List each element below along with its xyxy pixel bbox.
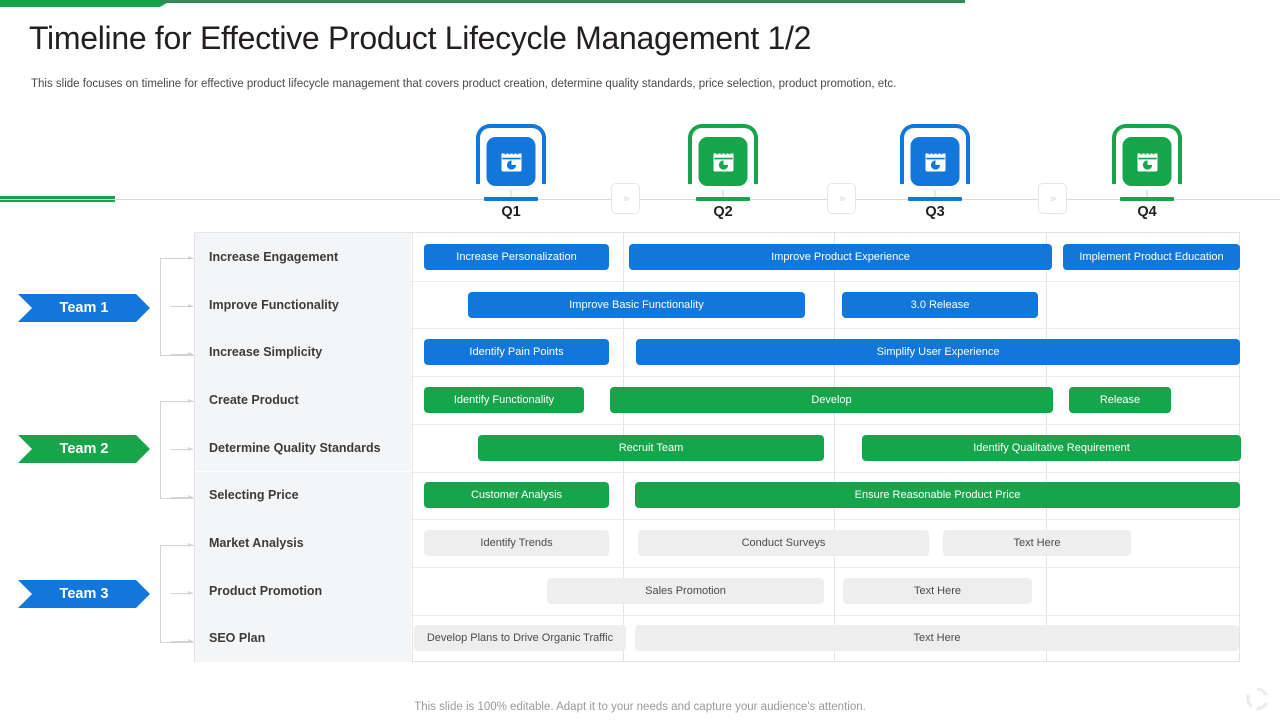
team-1-row-arrow-1 [171,255,193,260]
timeline-bar[interactable]: 3.0 Release [842,291,1038,318]
team-3-row-arrow-3 [171,638,193,643]
quarter-tick [484,197,538,201]
timeline-grid: Increase Engagement Increase Personalizat… [194,232,1241,663]
table-row: Create Product Identify Functionality Deve… [195,376,1239,424]
quarter-tick [908,197,962,201]
calendar-pie-chart-icon[interactable] [906,133,964,190]
timeline-bar[interactable]: Release [1069,386,1171,413]
timeline-bar[interactable]: Implement Product Education [1063,243,1240,270]
timeline-bar[interactable]: Ensure Reasonable Product Price [635,482,1240,509]
table-row: Determine Quality Standards Recruit Team I… [195,423,1241,472]
table-row: Market Analysis Identify Trends Conduct Su… [195,519,1239,567]
timeline-bar[interactable]: Recruit Team [478,434,824,461]
team-chip-2[interactable]: Team 2 [18,435,150,463]
page-title: Timeline for Effective Product Lifecycle… [29,20,812,56]
table-row: Improve Functionality Improve Basic Funct… [195,280,1239,329]
row-label: Market Analysis [195,519,411,567]
timeline-connector-chevron-icon-1: » [611,183,640,214]
quarter-tick [696,197,750,201]
timeline-bar[interactable]: Develop [610,386,1053,413]
timeline-bar[interactable]: Text Here [635,625,1239,652]
team-3-row-arrow-2 [171,590,193,595]
quarter-label: Q2 [713,204,733,220]
timeline-bar[interactable]: Conduct Surveys [638,530,929,557]
table-row: Increase Engagement Increase Personalizat… [195,233,1240,281]
row-label: Create Product [195,376,411,424]
team-chip-label: Team 2 [59,441,109,457]
quarter-bracket [476,124,546,184]
timeline-bar[interactable]: Text Here [943,530,1131,557]
team-3-row-arrow-1 [171,542,193,547]
quarter-label: Q1 [501,204,521,220]
timeline-bar[interactable]: Improve Basic Functionality [468,291,805,318]
quarter-stem [1146,190,1148,200]
team-2-row-arrow-1 [171,398,193,403]
row-separator [195,328,1239,330]
team-1-row-arrow-2 [171,303,193,308]
timeline-bar[interactable]: Simplify User Experience [636,339,1240,366]
table-row: Selecting Price Customer Analysis Ensure R… [195,471,1240,520]
timeline-bar[interactable]: Sales Promotion [547,577,824,604]
row-label: Increase Engagement [195,233,411,281]
row-separator [195,614,1239,616]
row-separator [195,280,1239,282]
row-separator [195,423,1239,425]
timeline-bar[interactable]: Develop Plans to Drive Organic Traffic [414,625,626,652]
row-label: Determine Quality Standards [195,423,411,472]
timeline-bar[interactable]: Increase Personalization [424,243,609,270]
row-separator [195,566,1239,568]
team-2-row-arrow-3 [171,494,193,499]
team-chip-1[interactable]: Team 1 [18,294,150,322]
timeline-bar[interactable]: Identify Trends [424,530,609,557]
timeline-bar[interactable]: Identify Functionality [424,386,584,413]
quarter-stem [722,190,724,200]
quarter-bracket [900,124,970,184]
timeline-connector-chevron-icon-2: » [827,183,856,214]
top-accent-bar-thin [160,0,965,3]
row-label: Improve Functionality [195,280,411,329]
row-label: Selecting Price [195,471,411,520]
quarter-bracket [1112,124,1182,184]
team-chip-label: Team 3 [59,586,109,602]
table-row: Product Promotion Sales Promotion Text Her… [195,566,1239,615]
page-subtitle: This slide focuses on timeline for effec… [31,78,897,90]
quarter-label: Q4 [1137,204,1157,220]
calendar-pie-chart-icon[interactable] [482,133,540,190]
calendar-pie-chart-icon[interactable] [1118,133,1176,190]
top-accent-bar-thick [0,0,172,7]
quarter-stem [934,190,936,200]
grid-column-divider-3 [834,233,835,661]
recycle-arrows-icon [1246,687,1269,711]
team-1-row-arrow-3 [171,351,193,356]
grid-column-divider-1 [412,233,413,661]
timeline-bar[interactable]: Identify Qualitative Requirement [862,434,1241,461]
footer-note: This slide is 100% editable. Adapt it to… [414,701,866,713]
timeline-axis [0,199,1280,200]
quarter-tick [1120,197,1174,201]
calendar-pie-chart-icon[interactable] [694,133,752,190]
quarter-bracket [688,124,758,184]
timeline-bar[interactable]: Identify Pain Points [424,339,609,366]
row-label: Increase Simplicity [195,328,411,377]
team-2-row-arrow-2 [171,446,193,451]
row-separator [195,376,1239,378]
timeline-bar[interactable]: Text Here [843,577,1032,604]
timeline-bar[interactable]: Improve Product Experience [629,243,1052,270]
team-chip-label: Team 1 [59,300,109,316]
table-row: Increase Simplicity Identify Pain Points S… [195,328,1240,377]
team-chip-3[interactable]: Team 3 [18,580,150,608]
row-label: SEO Plan [195,614,411,663]
timeline-bar[interactable]: Customer Analysis [424,482,609,509]
quarter-stem [510,190,512,200]
row-separator [195,471,1239,473]
row-separator [195,519,1239,521]
quarter-label: Q3 [925,204,945,220]
timeline-connector-chevron-icon-3: » [1038,183,1067,214]
row-label: Product Promotion [195,566,411,615]
